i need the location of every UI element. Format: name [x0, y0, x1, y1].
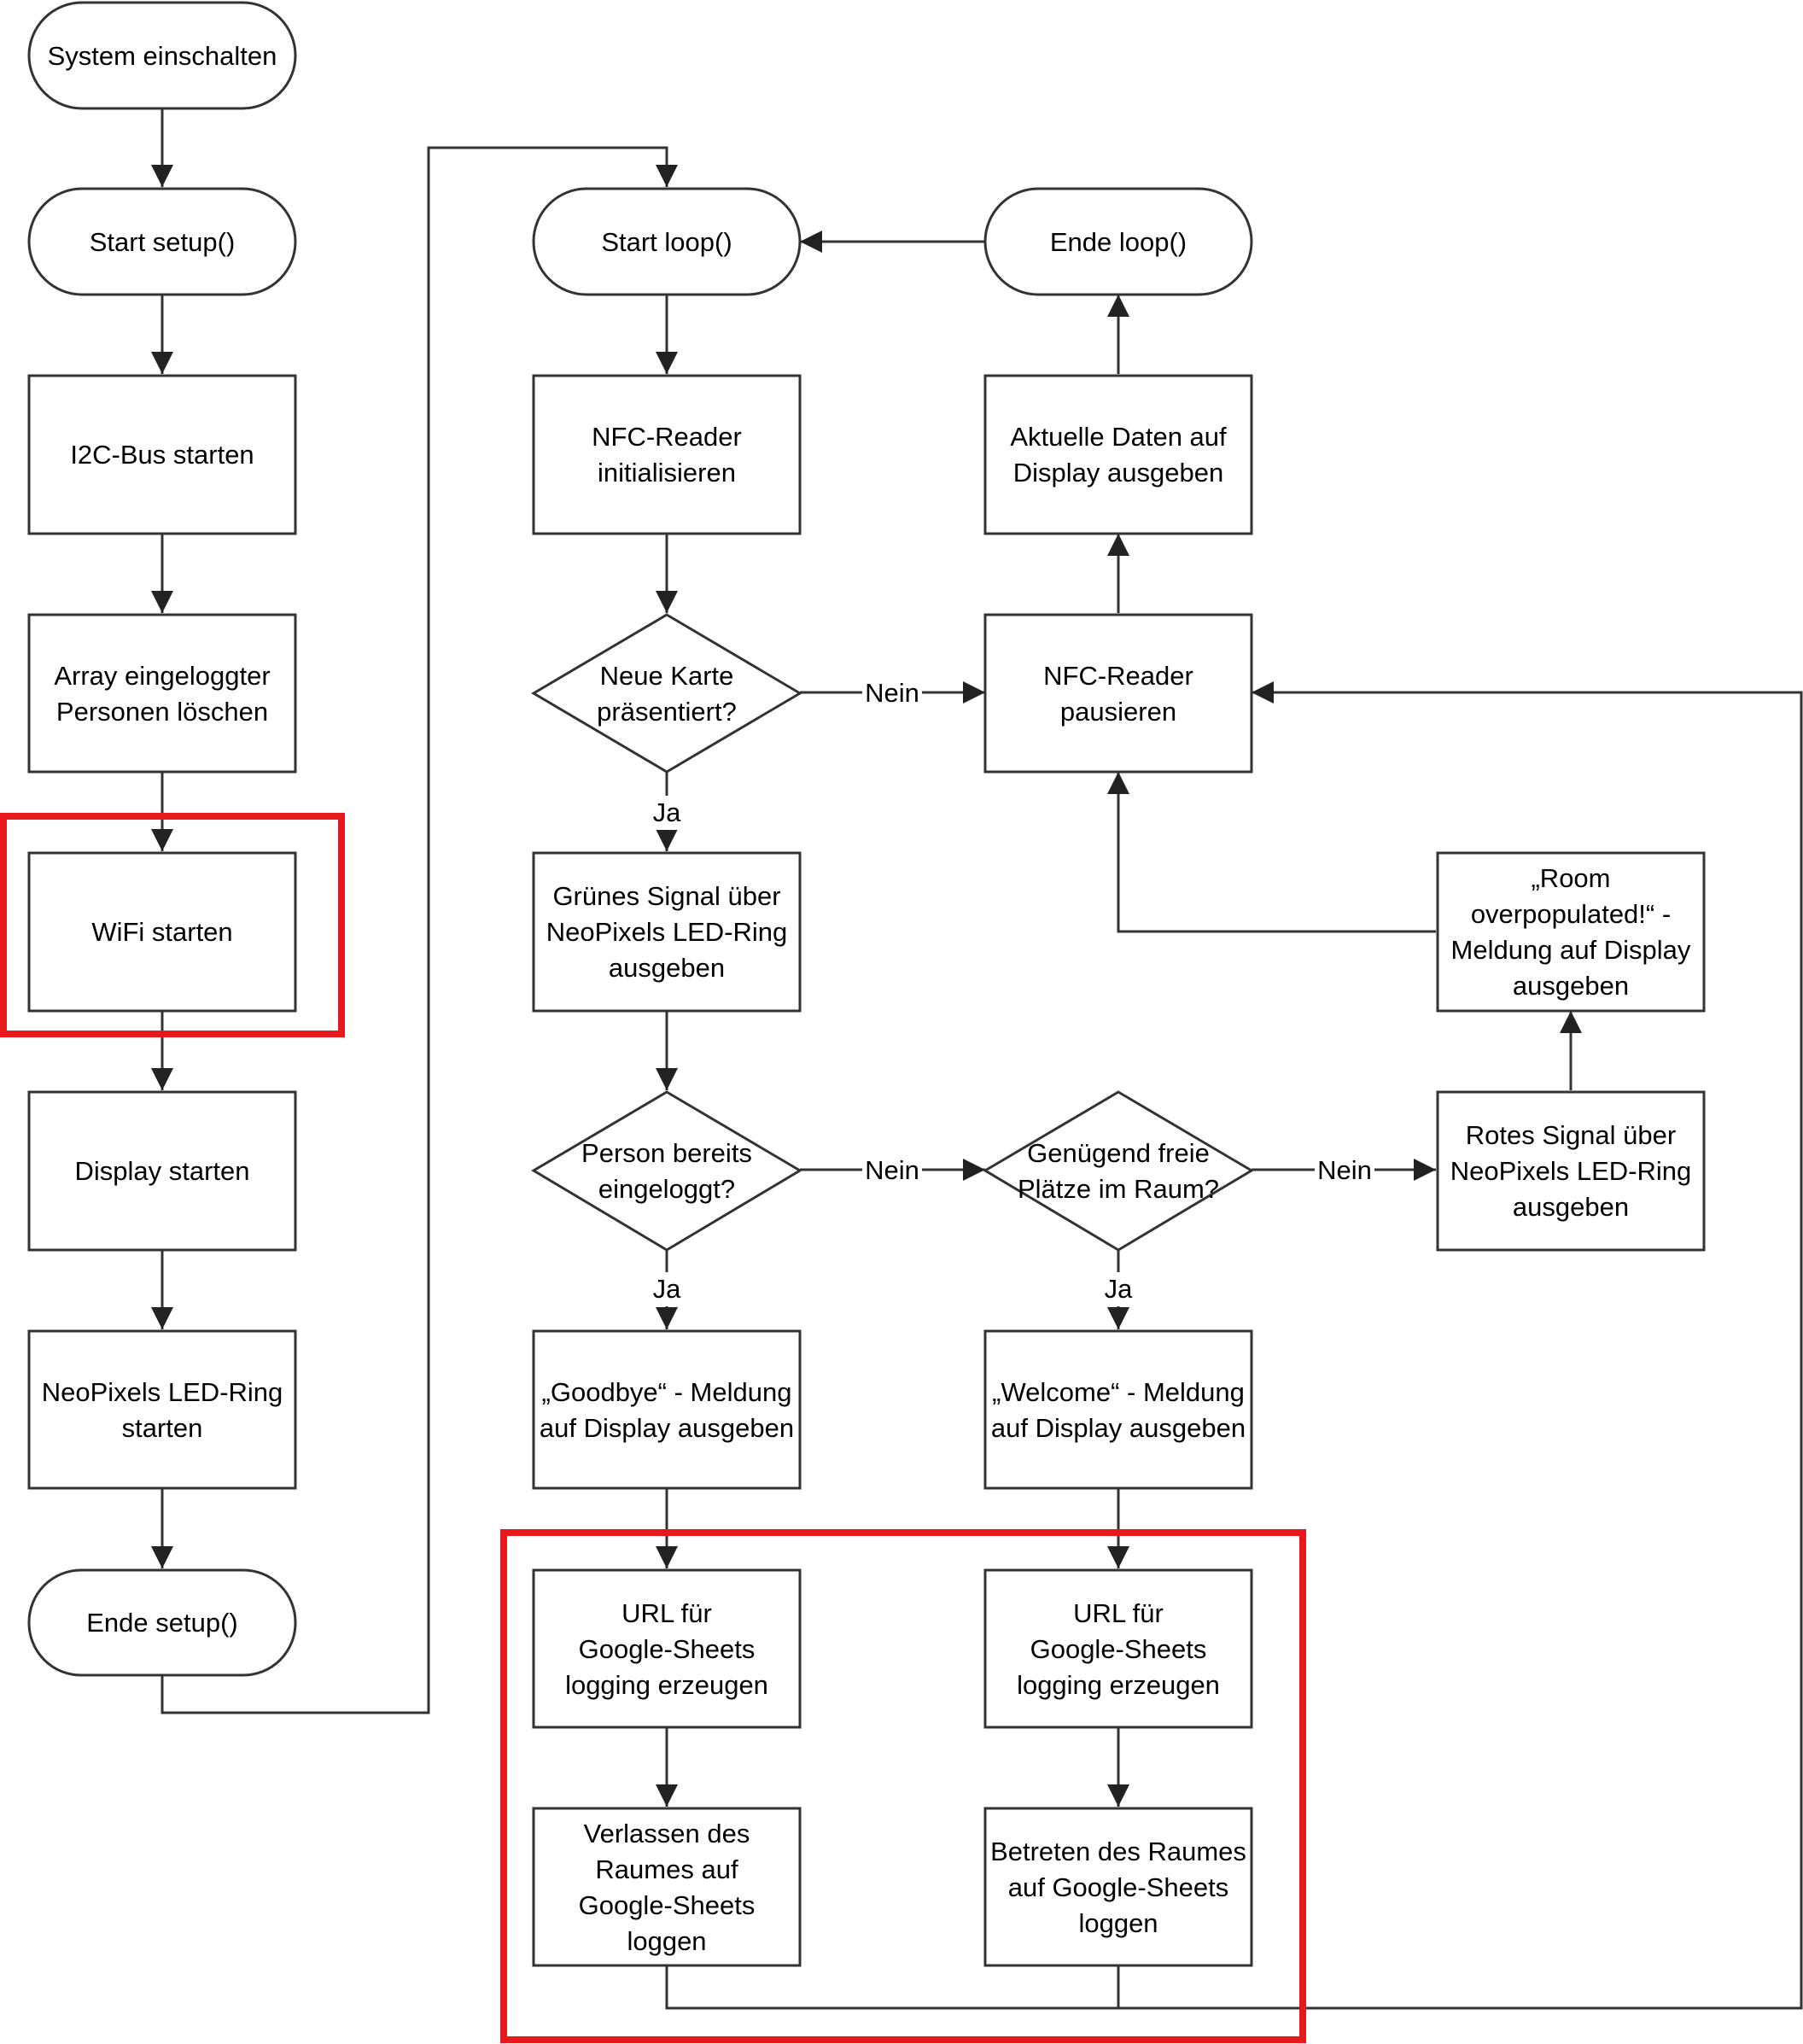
- node-nfc-pause: [983, 613, 1253, 774]
- node-new-card-decision: [531, 613, 802, 774]
- node-display-label: Display starten: [74, 1156, 249, 1186]
- edge-label-loggedin-yes: Ja: [653, 1274, 682, 1304]
- node-nfc-init: [532, 374, 802, 535]
- edge-label-newcard-yes: Ja: [653, 797, 682, 827]
- node-neopixel: [27, 1329, 297, 1490]
- node-setup-start-label: Start setup(): [90, 227, 236, 257]
- arrow-setupend-to-loopstart: [160, 146, 678, 1714]
- node-leave-log: [532, 1807, 802, 1967]
- connectors: [151, 108, 1803, 2010]
- node-system-on: [27, 1, 297, 110]
- nodes: System einschalten Start setup() I2C-Bus…: [27, 1, 1706, 1967]
- node-wifi: [27, 851, 297, 1013]
- node-overpopulated: [1436, 851, 1706, 1013]
- edge-label-freeseats-no: Nein: [1317, 1155, 1372, 1185]
- node-url-right: [983, 1568, 1253, 1729]
- node-system-on-label: System einschalten: [48, 41, 277, 71]
- edge-label-freeseats-yes: Ja: [1105, 1274, 1134, 1304]
- node-loop-start-label: Start loop(): [601, 227, 732, 257]
- node-loop-start: [532, 187, 802, 296]
- node-red-signal: [1436, 1090, 1706, 1252]
- node-i2c: [27, 374, 297, 535]
- node-free-seats-decision: [983, 1090, 1254, 1252]
- node-green-signal: [532, 851, 802, 1013]
- edge-labels: Nein Ja Nein Ja Nein Ja: [649, 676, 1374, 1306]
- node-setup-end-label: Ende setup(): [86, 1608, 238, 1638]
- node-setup-start: [27, 187, 297, 296]
- node-setup-end: [27, 1568, 297, 1677]
- node-loop-end: [983, 187, 1253, 296]
- arrow-overpop-to-pause: [1107, 772, 1436, 933]
- node-show-data: [983, 374, 1253, 535]
- node-wifi-label: WiFi starten: [91, 917, 232, 947]
- node-url-left: [532, 1568, 802, 1729]
- node-welcome: [983, 1329, 1253, 1490]
- edge-label-newcard-no: Nein: [865, 678, 919, 708]
- highlight-wifi-frame: [0, 813, 345, 1037]
- edge-label-loggedin-no: Nein: [865, 1155, 919, 1185]
- node-array: [27, 613, 297, 774]
- node-enter-log: [983, 1807, 1253, 1967]
- node-goodbye: [532, 1329, 802, 1490]
- highlight-logging-frame: [500, 1529, 1306, 2043]
- line-leavelog-return: [665, 1965, 1118, 2010]
- arrow-enterlog-to-pause: [1117, 681, 1803, 2010]
- node-i2c-label: I2C-Bus starten: [70, 440, 254, 470]
- node-loop-end-label: Ende loop(): [1050, 227, 1187, 257]
- node-logged-in-decision: [531, 1090, 802, 1252]
- node-display: [27, 1090, 297, 1252]
- highlights: [0, 813, 1306, 2043]
